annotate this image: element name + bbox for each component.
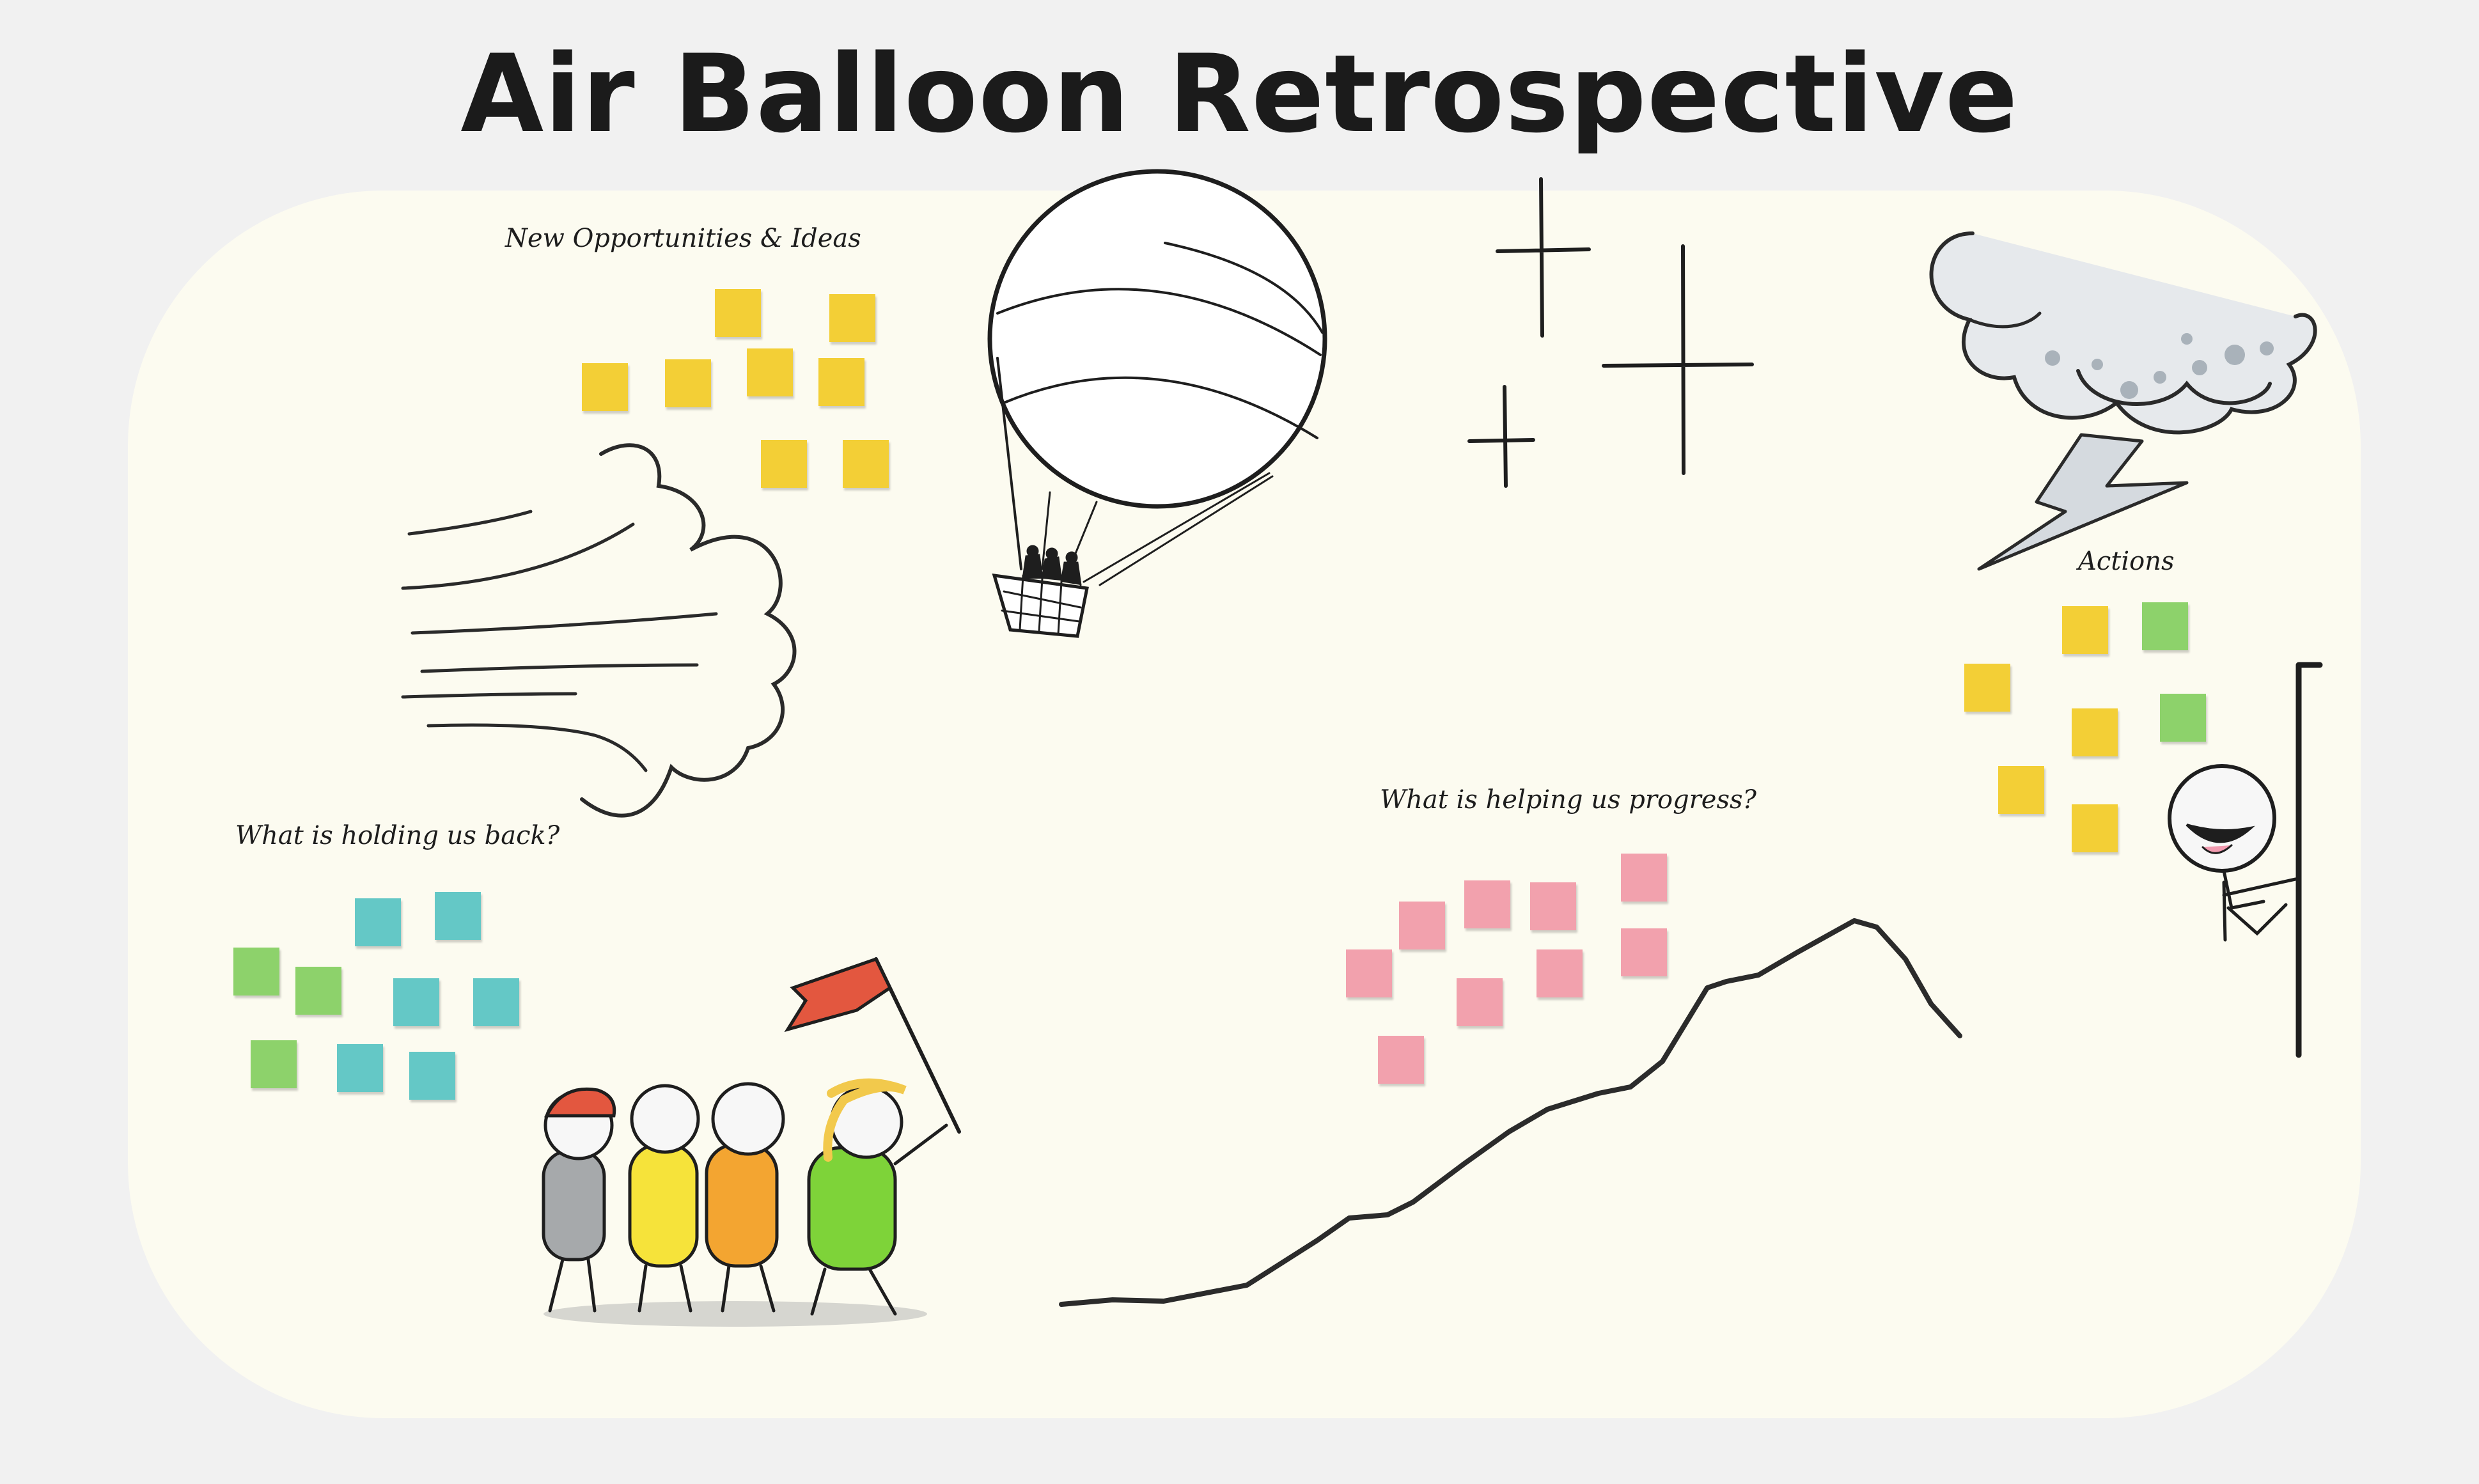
sticky-note[interactable]	[818, 358, 864, 406]
sticky-note[interactable]	[409, 1052, 455, 1100]
sticky-note[interactable]	[1399, 902, 1445, 949]
sticky-note[interactable]	[2142, 602, 2188, 650]
sticky-note[interactable]	[2062, 606, 2108, 654]
lightning-bolt-icon	[1977, 433, 2189, 571]
sticky-note[interactable]	[393, 978, 439, 1026]
sticky-note[interactable]	[843, 440, 889, 488]
sticky-note[interactable]	[715, 289, 761, 337]
sticky-note[interactable]	[1998, 766, 2044, 814]
sticky-note[interactable]	[1464, 880, 1510, 928]
sticky-note[interactable]	[251, 1040, 297, 1088]
sticky-note[interactable]	[1964, 664, 2010, 712]
sticky-note[interactable]	[747, 348, 793, 396]
hot-air-balloon-icon	[987, 169, 1327, 638]
sticky-note[interactable]	[1621, 854, 1667, 902]
sticky-note[interactable]	[233, 948, 279, 996]
sticky-note[interactable]	[435, 892, 481, 940]
sticky-note[interactable]	[295, 967, 341, 1015]
sticky-note[interactable]	[355, 898, 401, 946]
sticky-note[interactable]	[1378, 1036, 1424, 1084]
team-with-flag-icon	[542, 957, 961, 1327]
sticky-note[interactable]	[1621, 928, 1667, 976]
sticky-note[interactable]	[829, 294, 875, 342]
sticky-note[interactable]	[2160, 694, 2206, 742]
sticky-note[interactable]	[761, 440, 807, 488]
sticky-note[interactable]	[473, 978, 519, 1026]
climber-on-pole-icon	[2168, 662, 2323, 1058]
label-actions: Actions	[2078, 547, 2175, 576]
sticky-note[interactable]	[2072, 804, 2118, 852]
sticky-note[interactable]	[1530, 882, 1576, 930]
label-helping-progress: What is helping us progress?	[1380, 785, 1756, 815]
mountain-peak-icon	[1059, 918, 1962, 1307]
sticky-note[interactable]	[1457, 978, 1503, 1026]
label-holding-back: What is holding us back?	[235, 821, 560, 850]
sticky-note[interactable]	[665, 359, 711, 407]
sticky-note[interactable]	[1537, 949, 1583, 997]
board-title: Air Balloon Retrospective	[460, 31, 2019, 157]
sticky-note[interactable]	[582, 363, 628, 411]
label-new-opportunities: New Opportunities & Ideas	[505, 224, 861, 253]
sticky-note[interactable]	[1346, 949, 1392, 997]
sparkles-icon	[1467, 177, 1754, 488]
storm-cloud-icon	[1929, 231, 2317, 435]
sticky-note[interactable]	[2072, 708, 2118, 756]
wind-gust-icon	[401, 443, 797, 818]
sticky-note[interactable]	[337, 1044, 383, 1092]
